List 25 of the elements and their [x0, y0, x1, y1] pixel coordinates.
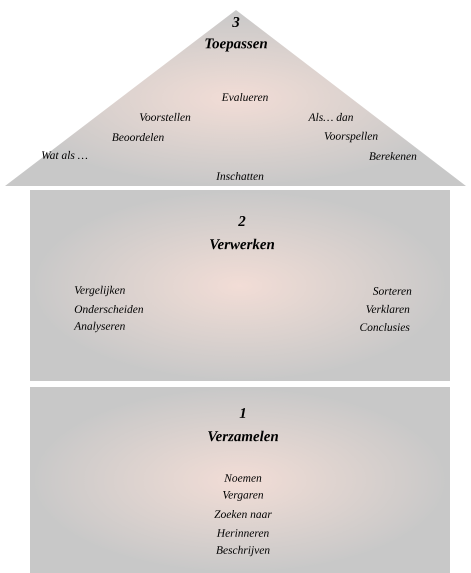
verb-label: Analyseren	[74, 322, 125, 332]
verb-label: Voorspellen	[324, 132, 378, 142]
verb-label: Zoeken naar	[214, 510, 272, 518]
verb-label: Beschrijven	[216, 546, 270, 556]
verb-label: Noemen	[224, 474, 262, 482]
level-title: Toepassen	[205, 38, 267, 52]
level-title: Verzamelen	[208, 430, 278, 442]
verb-label: Conclusies	[360, 322, 410, 332]
verb-label: Berekenen	[369, 152, 416, 160]
verb-label: Herinneren	[216, 529, 269, 537]
level-number: 3	[232, 16, 240, 27]
level-number: 1	[240, 408, 246, 418]
verb-label: Sorteren	[372, 287, 412, 295]
level-number: 2	[238, 216, 246, 226]
verb-label: Inschatten	[216, 172, 264, 180]
verb-label: Evalueren	[222, 92, 268, 102]
verb-label: Als… dan	[308, 112, 353, 122]
verb-label: Voorstellen	[140, 112, 190, 122]
verb-label: Vergelijken	[74, 286, 125, 296]
level-title: Verwerken	[210, 238, 274, 250]
verb-label: Verklaren	[366, 304, 410, 314]
verb-label: Wat als …	[42, 150, 88, 160]
verb-label: Beoordelen	[112, 132, 164, 142]
verb-label: Vergaren	[223, 491, 264, 501]
verb-label: Onderscheiden	[74, 304, 144, 314]
